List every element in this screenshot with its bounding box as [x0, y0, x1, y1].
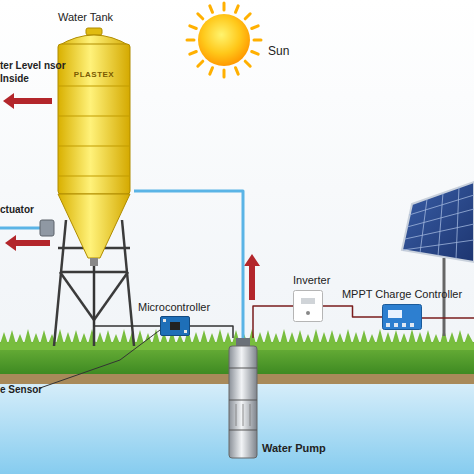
- sensor-callout: e Sensor: [0, 384, 42, 397]
- inverter-heading: Inverter: [293, 274, 330, 287]
- water-tank-outline: [54, 26, 134, 266]
- charge-controller-box-outline: [382, 304, 422, 330]
- microcontroller-board-outline: [160, 316, 190, 336]
- panel-wire: [422, 317, 474, 319]
- charge-controller-box: MPPT Charge Controller: [382, 304, 422, 330]
- pump-label: Water Pump: [262, 442, 326, 455]
- inverter-box: Inverter: [293, 290, 323, 322]
- actuator-callout: ctuator: [0, 204, 34, 217]
- tank-heading: Water Tank: [58, 11, 113, 24]
- microcontroller-board: Microcontroller: [160, 316, 190, 336]
- sensor-wire: [40, 330, 160, 388]
- sun-symbol-outline: [190, 6, 290, 76]
- water-pump: Water Pump: [228, 338, 258, 460]
- inverter-box-outline: [293, 290, 323, 322]
- control-wire: [190, 326, 233, 338]
- water-tank: Water TankPLASTEX: [54, 26, 134, 266]
- microcontroller-heading: Microcontroller: [138, 301, 210, 314]
- sensor-wire: [94, 266, 160, 326]
- actuator-valve: [40, 220, 54, 236]
- tank-brand: PLASTEX: [54, 70, 134, 80]
- power-wire: [253, 306, 293, 338]
- sun-label: Sun: [268, 44, 289, 58]
- water-pipe: [134, 191, 243, 338]
- water-pump-outline: [228, 338, 258, 460]
- power-wire: [323, 306, 382, 317]
- sensor-callout: ter Level nsor Inside: [0, 60, 70, 85]
- flow-arrows: [3, 93, 260, 300]
- controller-heading: MPPT Charge Controller: [342, 288, 462, 301]
- sun-symbol: Sun: [190, 6, 290, 76]
